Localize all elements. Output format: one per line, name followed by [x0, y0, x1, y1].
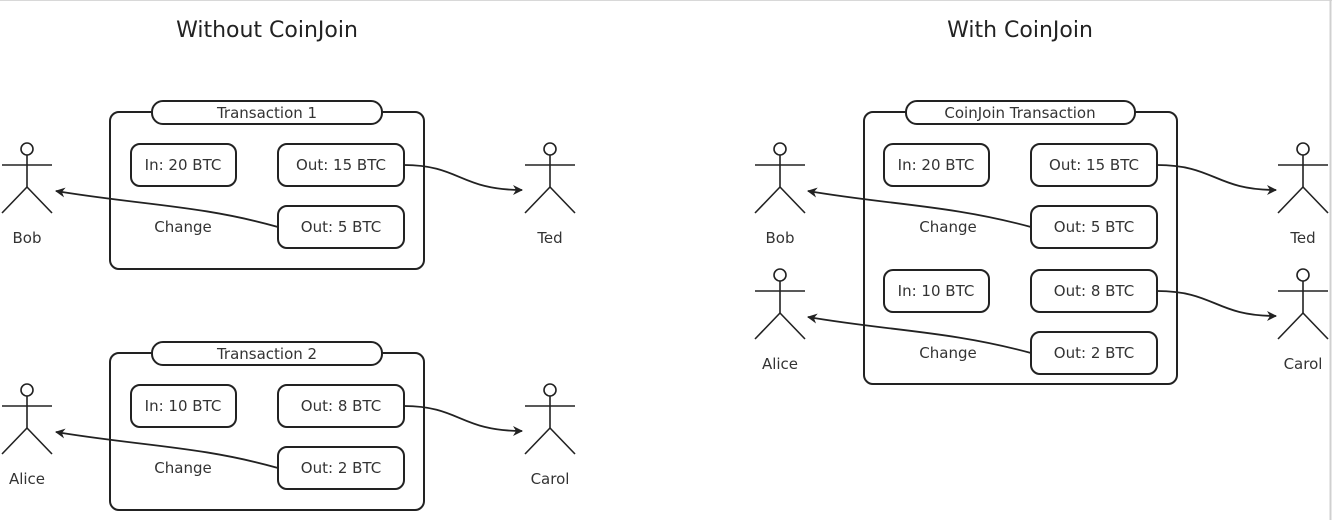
actor-carol-label: Carol — [531, 470, 570, 488]
actor-ted-icon — [524, 142, 576, 214]
output-amount: Out: 15 BTC — [1049, 156, 1139, 174]
change-label: Change — [154, 459, 211, 477]
actor-bob-icon — [754, 142, 806, 214]
actor-bob-label: Bob — [766, 229, 795, 247]
transaction-1: Transaction 1 In: 20 BTC Out: 15 BTC Out… — [109, 100, 425, 270]
input-amount: In: 20 BTC — [898, 156, 975, 174]
input-box — [883, 143, 990, 187]
actor-bob-label: Bob — [13, 229, 42, 247]
actor-alice-label: Alice — [762, 355, 798, 373]
arrow-to-carol — [403, 405, 523, 436]
output-amount: Out: 8 BTC — [301, 397, 381, 415]
actor-alice-icon — [754, 268, 806, 340]
actor-bob-icon — [1, 142, 53, 214]
actor-carol-icon — [1277, 268, 1329, 340]
input-box — [130, 384, 237, 428]
arrow-to-ted — [1156, 164, 1277, 195]
output-amount: Out: 2 BTC — [301, 459, 381, 477]
input-amount: In: 20 BTC — [145, 156, 222, 174]
actor-carol-label: Carol — [1284, 355, 1323, 373]
arrow-to-ted — [403, 164, 523, 195]
actor-ted-icon — [1277, 142, 1329, 214]
input-amount: In: 10 BTC — [145, 397, 222, 415]
input-box — [883, 269, 990, 313]
panel-title-with-coinjoin: With CoinJoin — [947, 18, 1093, 43]
actor-ted-label: Ted — [1289, 229, 1315, 247]
arrow-change-to-alice — [807, 313, 1032, 354]
coinjoin-transaction-title: CoinJoin Transaction — [944, 104, 1095, 122]
transaction-1-title: Transaction 1 — [216, 104, 317, 122]
output-amount: Out: 8 BTC — [1054, 282, 1134, 300]
change-label: Change — [919, 344, 976, 362]
arrow-to-carol — [1156, 290, 1277, 321]
actor-alice-icon — [1, 383, 53, 455]
actor-alice-label: Alice — [9, 470, 45, 488]
change-label: Change — [919, 218, 976, 236]
change-label: Change — [154, 218, 211, 236]
arrow-change-to-alice — [55, 428, 279, 469]
arrow-change-to-bob — [55, 187, 279, 228]
actor-ted-label: Ted — [536, 229, 562, 247]
output-amount: Out: 2 BTC — [1054, 344, 1134, 362]
coinjoin-transaction: CoinJoin Transaction In: 20 BTC Out: 15 … — [863, 100, 1178, 385]
panel-title-without-coinjoin: Without CoinJoin — [176, 18, 358, 43]
output-amount: Out: 5 BTC — [301, 218, 381, 236]
actor-carol-icon — [524, 383, 576, 455]
transaction-2: Transaction 2 In: 10 BTC Out: 8 BTC Out:… — [109, 341, 425, 511]
input-amount: In: 10 BTC — [898, 282, 975, 300]
input-box — [130, 143, 237, 187]
arrow-change-to-bob — [807, 187, 1032, 228]
output-amount: Out: 15 BTC — [296, 156, 386, 174]
transaction-2-title: Transaction 2 — [216, 345, 317, 363]
output-amount: Out: 5 BTC — [1054, 218, 1134, 236]
